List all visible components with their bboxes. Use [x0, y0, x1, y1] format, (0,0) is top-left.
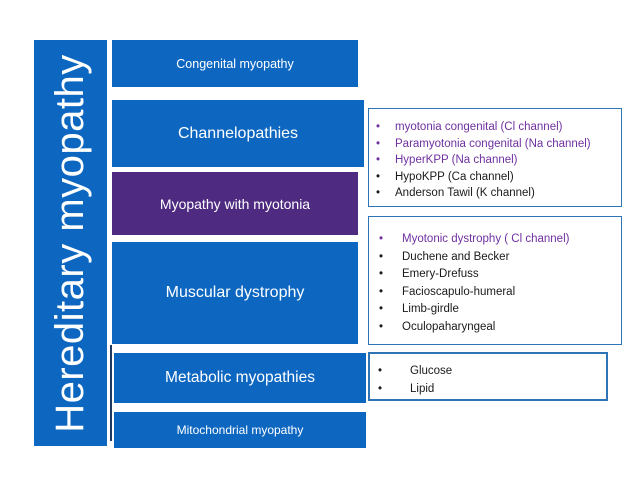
list-item-text: Facioscapulo-humeral — [402, 285, 516, 298]
metabolic-myopathies-detail-box: • Glucose • Lipid — [368, 352, 608, 401]
category-muscular-dystrophy: Muscular dystrophy — [112, 242, 358, 344]
list-item: • myotonia congenital (Cl channel) — [369, 119, 621, 136]
category-label: Metabolic myopathies — [165, 369, 315, 386]
bullet-icon: • — [379, 233, 384, 245]
bullet-icon: • — [379, 320, 384, 333]
list-item: • Paramyotonia congenital (Na channel) — [369, 136, 621, 153]
bullet-icon: • — [379, 303, 384, 315]
list-item: • Lipid — [370, 380, 606, 398]
category-metabolic-myopathies: Metabolic myopathies — [114, 353, 366, 403]
category-mitochondrial-myopathy: Mitochondrial myopathy — [114, 412, 366, 448]
list-item-text: Limb-girdle — [402, 303, 459, 315]
list-item: • Oculopaharyngeal — [369, 319, 621, 337]
list-item: • Myotonic dystrophy ( Cl channel) — [369, 231, 621, 249]
list-item: • Glucose — [370, 362, 606, 380]
category-channelopathies: Channelopathies — [112, 100, 364, 167]
bullet-icon: • — [376, 154, 381, 166]
category-congenital-myopathy: Congenital myopathy — [112, 40, 358, 87]
category-myopathy-with-myotonia: Myopathy with myotonia — [112, 172, 358, 235]
list-item-text: HyperKPP (Na channel) — [395, 154, 518, 166]
bullet-icon: • — [378, 365, 383, 377]
list-item: • Emery-Drefuss — [369, 266, 621, 284]
category-label: Muscular dystrophy — [165, 284, 305, 301]
bullet-icon: • — [376, 187, 381, 199]
list-item-text: Duchene and Becker — [402, 250, 510, 263]
list-item-text: Myotonic dystrophy ( Cl channel) — [402, 233, 570, 245]
list-item: • Facioscapulo-humeral — [369, 284, 621, 302]
list-item-text: Glucose — [410, 365, 453, 377]
bullet-icon: • — [379, 250, 384, 263]
bullet-icon: • — [376, 170, 381, 183]
category-label: Channelopathies — [177, 124, 299, 142]
list-item-text: Anderson Tawil (K channel) — [395, 187, 535, 199]
list-item-text: Lipid — [410, 383, 435, 395]
bullet-icon: • — [379, 285, 384, 298]
connector-line — [110, 345, 112, 441]
list-item-text: HypoKPP (Ca channel) — [395, 170, 514, 183]
category-label: Myopathy with myotonia — [159, 195, 311, 212]
list-item-text: Paramyotonia congenital (Na channel) — [395, 137, 591, 150]
bullet-icon: • — [376, 121, 381, 133]
category-label: Mitochondrial myopathy — [176, 423, 304, 437]
channelopathies-detail-box: • myotonia congenital (Cl channel) • Par… — [368, 108, 622, 207]
list-item-text: myotonia congenital (Cl channel) — [395, 121, 563, 133]
list-item-text: Emery-Drefuss — [402, 268, 479, 280]
list-item: • Limb-girdle — [369, 301, 621, 319]
hereditary-myopathy-bar: Hereditary myopathy — [34, 40, 107, 446]
list-item: • Duchene and Becker — [369, 249, 621, 267]
hereditary-myopathy-label: Hereditary myopathy — [48, 53, 93, 433]
bullet-icon: • — [378, 383, 383, 395]
bullet-icon: • — [379, 268, 384, 280]
list-item: • HyperKPP (Na channel) — [369, 152, 621, 169]
list-item: • HypoKPP (Ca channel) — [369, 169, 621, 186]
list-item-text: Oculopaharyngeal — [402, 320, 496, 333]
list-item: • Anderson Tawil (K channel) — [369, 185, 621, 202]
bullet-icon: • — [376, 137, 381, 150]
muscular-dystrophy-detail-box: • Myotonic dystrophy ( Cl channel) • Duc… — [368, 216, 622, 345]
category-label: Congenital myopathy — [176, 56, 294, 71]
